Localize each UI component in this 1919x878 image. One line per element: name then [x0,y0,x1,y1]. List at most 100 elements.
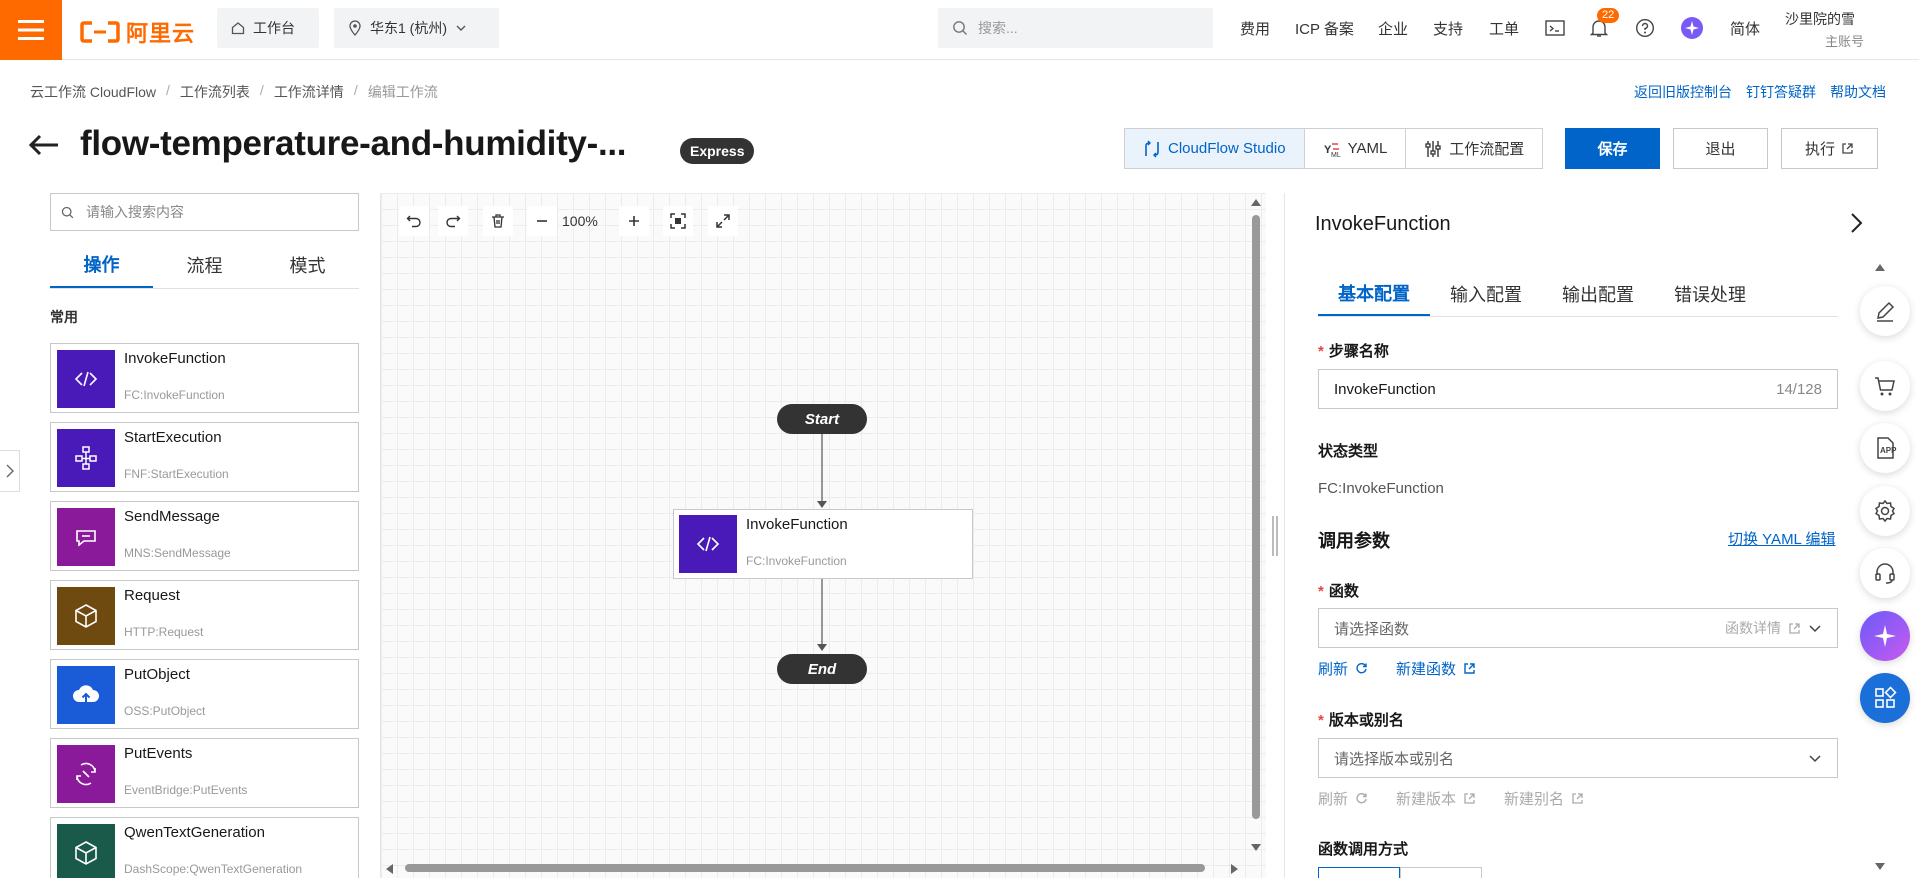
function-detail-label: 函数详情 [1725,620,1781,636]
save-button[interactable]: 保存 [1565,128,1660,169]
chevron-right-icon [6,464,14,478]
switch-yaml-link[interactable]: 切换 YAML 编辑 [1728,531,1836,548]
settings-button[interactable] [1860,486,1910,536]
global-search[interactable]: 搜索... [938,8,1213,48]
item-name: Request [124,587,180,604]
canvas-horizontal-scrollbar[interactable] [405,864,1205,872]
item-type: EventBridge:PutEvents [124,783,248,797]
redo-button[interactable] [438,206,468,236]
fit-view-button[interactable] [663,206,693,236]
delete-button[interactable] [483,206,513,236]
list-item[interactable]: InvokeFunction FC:InvokeFunction [50,343,359,413]
list-item[interactable]: PutObject OSS:PutObject [50,659,359,729]
ai-helper-button[interactable] [1860,611,1910,661]
state-type-value: FC:InvokeFunction [1318,480,1444,497]
apps-menu-button[interactable] [1860,673,1910,723]
new-alias-label: 新建别名 [1504,791,1565,808]
external-link-icon [1572,793,1583,804]
item-type: DashScope:QwenTextGeneration [124,862,303,876]
panel-scroll-down-icon[interactable] [1874,862,1886,872]
left-panel-toggle[interactable] [0,450,20,492]
function-select[interactable]: 请选择函数 函数详情 [1318,608,1838,648]
terminal-button[interactable] [1543,16,1567,40]
language-switch[interactable]: 简体 [1730,21,1761,38]
fullscreen-button[interactable] [708,206,738,236]
tab-actions[interactable]: 操作 [50,241,153,288]
back-button[interactable] [28,133,60,157]
aliyun-logo[interactable]: 阿里云 [80,16,195,48]
breadcrumb-flow-list[interactable]: 工作流列表 [179,84,250,100]
cart-button[interactable] [1860,361,1910,411]
tab-patterns[interactable]: 模式 [289,255,326,276]
nav-billing[interactable]: 费用 [1240,21,1271,38]
tab-output-config[interactable]: 输出配置 [1562,285,1634,305]
invoke-mode-label: 函数调用方式 [1318,841,1409,858]
zoom-out-button[interactable] [527,206,557,236]
zoom-in-button[interactable] [619,206,649,236]
panel-resize-handle[interactable] [1272,516,1278,556]
palette-search-input[interactable]: 请输入搜索内容 [50,193,359,231]
link-old-console[interactable]: 返回旧版控制台 [1634,84,1732,100]
scroll-down-icon[interactable] [1250,843,1262,853]
flow-config-tab[interactable]: 工作流配置 [1405,129,1542,168]
scroll-right-icon[interactable] [1230,863,1240,875]
list-item[interactable]: Request HTTP:Request [50,580,359,650]
customer-service-button[interactable] [1860,548,1910,598]
tab-basic-config[interactable]: 基本配置 [1318,272,1430,316]
new-function-link[interactable]: 新建函数 [1396,658,1476,679]
new-alias-link[interactable]: 新建别名 [1504,788,1584,809]
breadcrumb-cloudflow[interactable]: 云工作流 CloudFlow [30,84,157,100]
ai-assistant-button[interactable] [1680,16,1704,40]
cloudflow-studio-tab[interactable]: CloudFlow Studio [1125,129,1304,168]
list-item[interactable]: QwenTextGeneration DashScope:QwenTextGen… [50,817,359,878]
undo-button[interactable] [399,206,429,236]
canvas-vertical-scrollbar[interactable] [1252,215,1260,819]
user-name[interactable]: 沙里院的雪 [1785,11,1855,27]
list-item[interactable]: SendMessage MNS:SendMessage [50,501,359,571]
invoke-mode-option[interactable] [1400,867,1482,878]
refresh-version-link[interactable]: 刷新 [1318,788,1368,809]
item-type: FC:InvokeFunction [124,388,225,402]
step-name-input[interactable]: InvokeFunction 14/128 [1318,369,1838,409]
new-version-link[interactable]: 新建版本 [1396,788,1476,809]
palette-tabs: 操作 流程 模式 [50,241,359,289]
run-button[interactable]: 执行 [1781,128,1878,169]
tab-error-handling[interactable]: 错误处理 [1674,285,1746,305]
minus-icon [537,220,547,222]
nav-support[interactable]: 支持 [1433,21,1464,38]
list-item[interactable]: StartExecution FNF:StartExecution [50,422,359,492]
refresh-function-link[interactable]: 刷新 [1318,658,1368,679]
invoke-function-node[interactable]: InvokeFunction FC:InvokeFunction [673,509,973,579]
feedback-button[interactable] [1860,286,1910,336]
list-item[interactable]: PutEvents EventBridge:PutEvents [50,738,359,808]
config-tabs: 基本配置 输入配置 输出配置 错误处理 [1318,272,1838,317]
nav-ticket[interactable]: 工单 [1489,21,1520,38]
nav-icp[interactable]: ICP 备案 [1295,21,1354,38]
start-node[interactable]: Start [777,404,867,434]
exit-button[interactable]: 退出 [1673,128,1768,169]
version-select[interactable]: 请选择版本或别名 [1318,738,1838,778]
tab-flow[interactable]: 流程 [186,255,223,276]
workbench-button[interactable]: 工作台 [217,8,319,48]
end-node[interactable]: End [777,654,867,684]
panel-scroll-up-icon[interactable] [1874,262,1886,272]
help-button[interactable] [1633,16,1657,40]
scroll-left-icon[interactable] [384,863,394,875]
version-actions: 刷新 新建版本 新建别名 [1318,788,1584,809]
tab-input-config[interactable]: 输入配置 [1450,285,1522,305]
menu-button[interactable] [0,0,62,60]
link-help-docs[interactable]: 帮助文档 [1830,84,1886,100]
app-button[interactable]: APP [1860,423,1910,473]
invoke-mode-option[interactable] [1318,867,1400,878]
link-dingtalk-group[interactable]: 钉钉答疑群 [1746,84,1816,100]
region-selector[interactable]: 华东1 (杭州) [334,8,499,48]
new-function-label: 新建函数 [1396,661,1457,678]
scroll-up-icon[interactable] [1250,197,1262,207]
cloud-upload-icon [57,666,115,724]
collapse-panel-button[interactable] [1850,212,1864,234]
breadcrumb-flow-detail[interactable]: 工作流详情 [273,84,344,100]
step-name-label: *步骤名称 [1318,343,1389,360]
config-panel-title: InvokeFunction [1315,213,1451,235]
nav-enterprise[interactable]: 企业 [1378,21,1409,38]
